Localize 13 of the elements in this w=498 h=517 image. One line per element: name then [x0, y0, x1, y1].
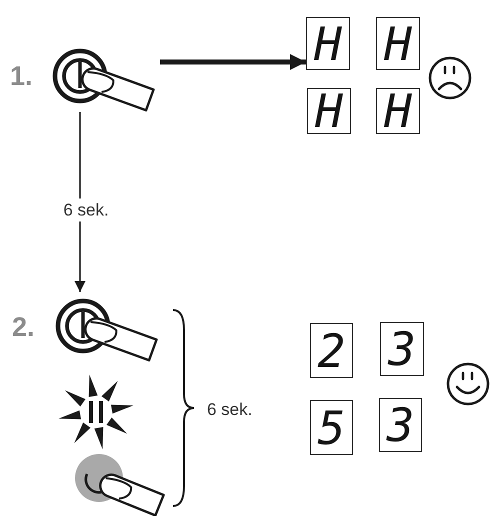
digit-display: 3	[380, 322, 424, 376]
digit-display: 2	[310, 323, 353, 378]
digit-display: H	[307, 88, 351, 134]
digit-display: 3	[379, 398, 422, 452]
digit-display: H	[376, 17, 420, 70]
arrow	[160, 54, 306, 70]
duration-label: 6 sek.	[207, 401, 252, 418]
digit-display: H	[376, 88, 420, 134]
step-number: 2.	[12, 314, 35, 341]
arrow	[74, 112, 86, 292]
digit-display: H	[306, 17, 350, 70]
step-number: 1.	[10, 63, 33, 90]
digit-display: 5	[310, 400, 353, 455]
